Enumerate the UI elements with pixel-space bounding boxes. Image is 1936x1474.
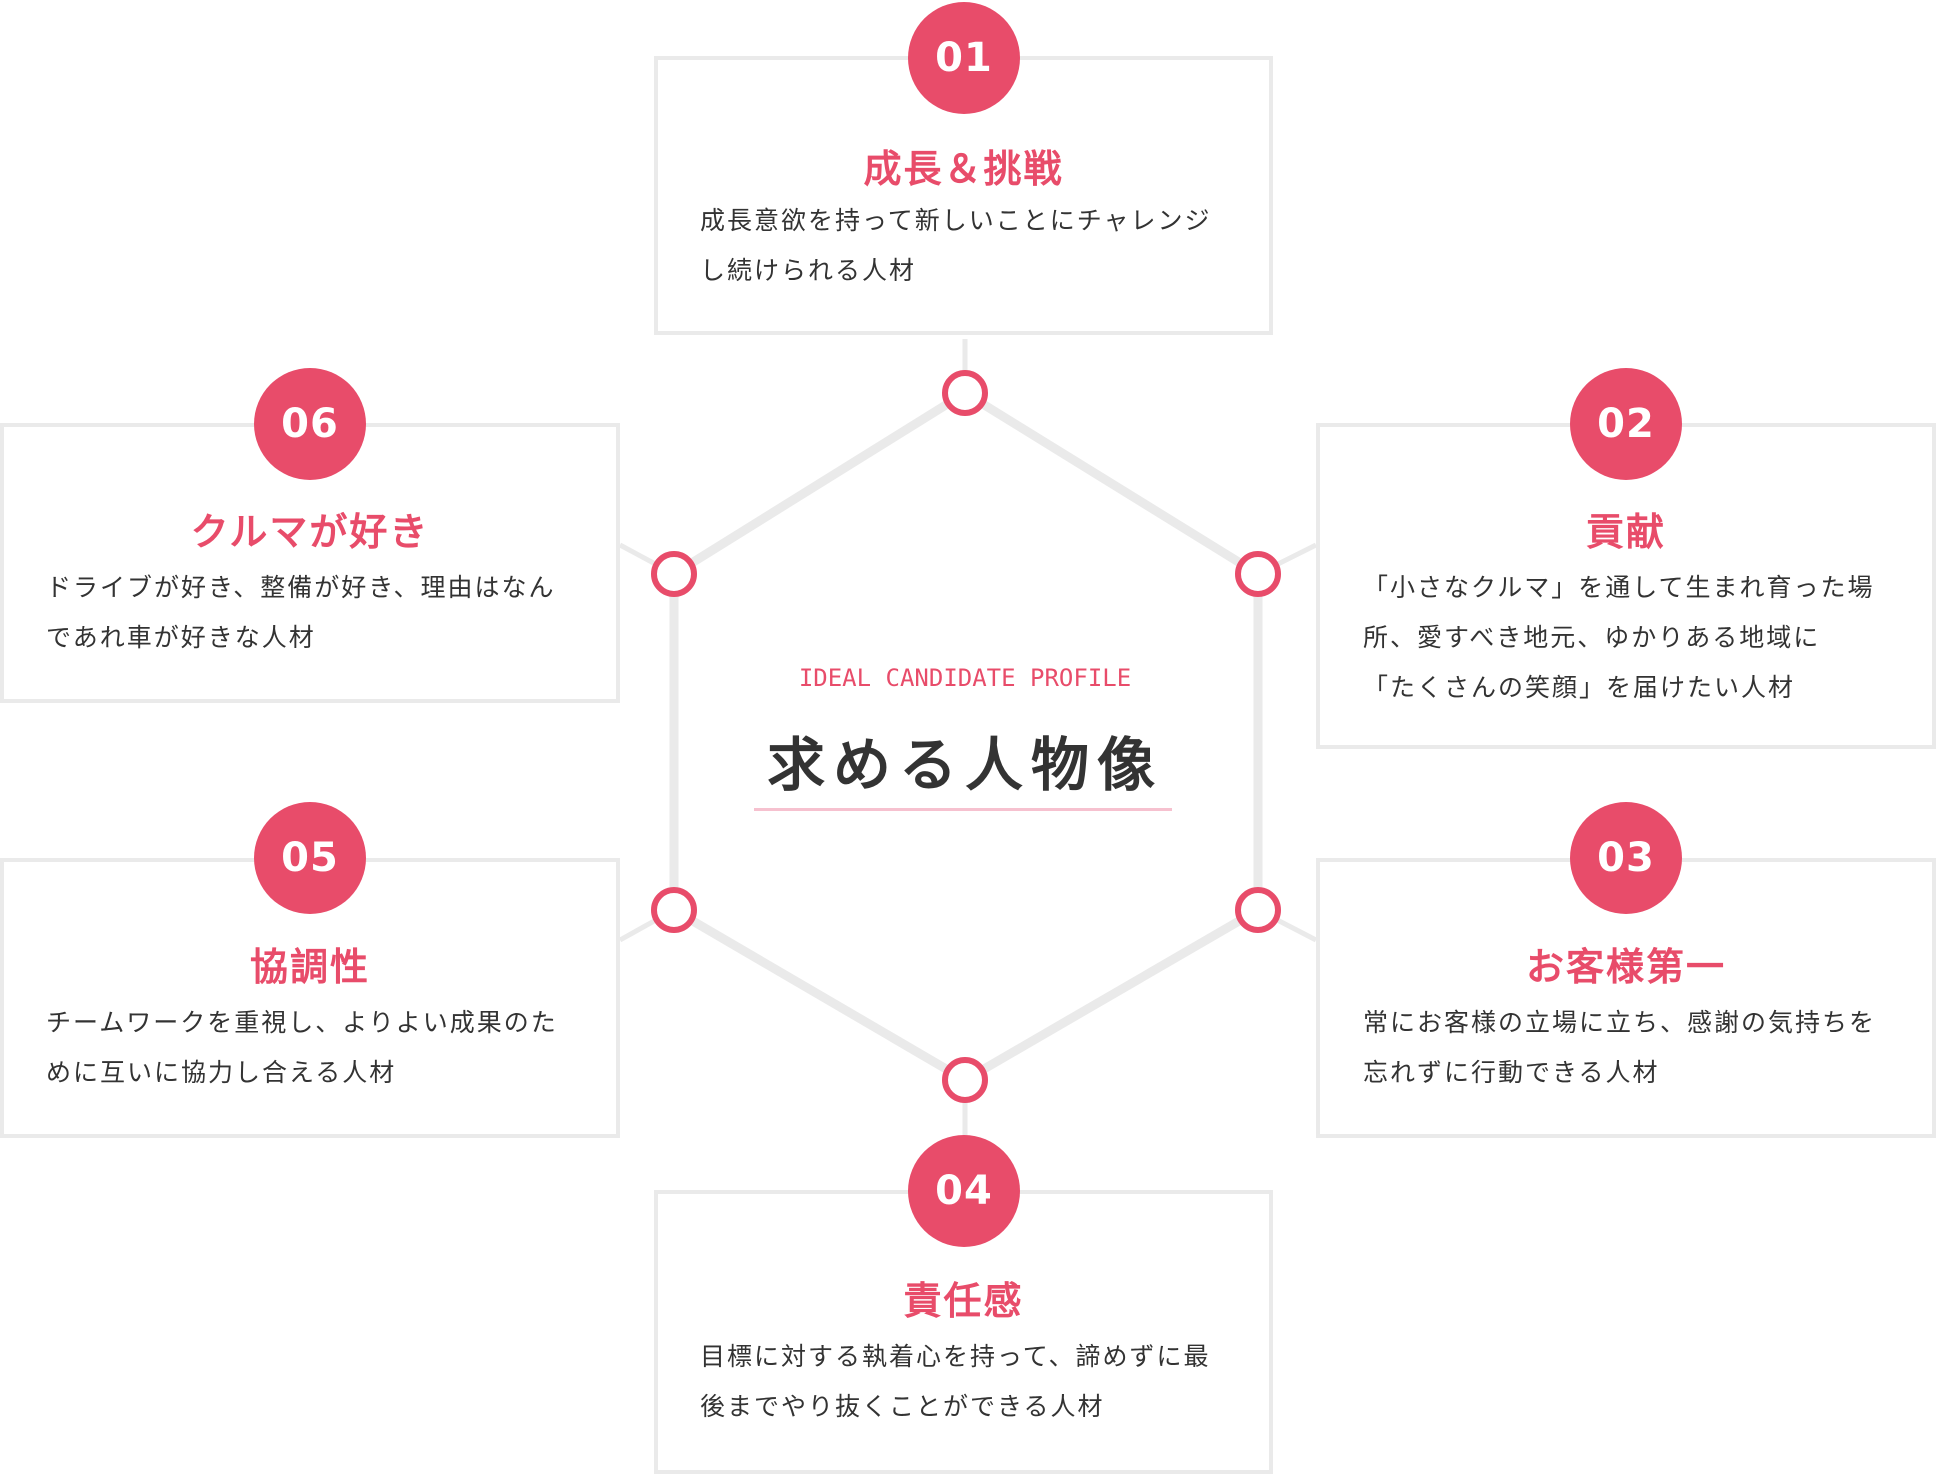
trait-description-01-line-2: し続けられる人材 [700,256,917,285]
trait-description-05-line-2: めに互いに協力し合える人材 [46,1058,397,1087]
hexagon-node-03 [1235,887,1281,933]
trait-description-02: 「小さなクルマ」を通して生まれ育った場 所、愛すべき地元、ゆかりある地域に 「た… [1363,563,1875,713]
hexagon-node-01 [942,370,988,416]
trait-description-06: ドライブが好き、整備が好き、理由はなん であれ車が好きな人材 [46,563,556,663]
trait-title-04: 責任感 [903,1279,1024,1323]
center-title: 求める人物像 [766,731,1163,799]
trait-title-06: クルマが好き [190,510,430,554]
trait-description-06-line-1: ドライブが好き、整備が好き、理由はなん [46,573,556,602]
trait-description-03-line-2: 忘れずに行動できる人材 [1363,1058,1660,1087]
hexagon-node-05 [651,887,697,933]
trait-description-01: 成長意欲を持って新しいことにチャレンジ し続けられる人材 [700,196,1212,296]
center-title-underline [754,808,1172,811]
trait-badge-04: 04 [908,1135,1020,1247]
trait-title-01: 成長＆挑戦 [863,147,1064,191]
trait-title-03: お客様第一 [1525,945,1726,989]
trait-description-02-line-1: 「小さなクルマ」を通して生まれ育った場 [1363,573,1875,602]
trait-description-02-line-2: 所、愛すべき地元、ゆかりある地域に [1363,623,1821,652]
trait-description-05: チームワークを重視し、よりよい成果のた めに互いに協力し合える人材 [46,998,558,1098]
hexagon-node-04 [942,1057,988,1103]
trait-description-06-line-2: であれ車が好きな人材 [46,623,316,652]
trait-title-02: 貢献 [1585,510,1666,554]
trait-badge-03: 03 [1570,802,1682,914]
trait-description-05-line-1: チームワークを重視し、よりよい成果のた [46,1008,558,1037]
trait-badge-06: 06 [254,368,366,480]
hexagon-node-06 [651,551,697,597]
trait-badge-05: 05 [254,802,366,914]
trait-description-03-line-1: 常にお客様の立場に立ち、感謝の気持ちを [1363,1008,1877,1037]
trait-badge-01: 01 [908,2,1020,114]
trait-description-04-line-2: 後までやり抜くことができる人材 [700,1392,1105,1421]
hexagon-node-02 [1235,551,1281,597]
trait-description-04: 目標に対する執着心を持って、諦めずに最 後までやり抜くことができる人材 [700,1332,1211,1432]
trait-description-03: 常にお客様の立場に立ち、感謝の気持ちを 忘れずに行動できる人材 [1363,998,1876,1098]
trait-description-01-line-1: 成長意欲を持って新しいことにチャレンジ [700,206,1212,235]
trait-description-02-line-3: 「たくさんの笑顔」を届けたい人材 [1363,673,1796,702]
trait-title-05: 協調性 [249,945,370,989]
center-subtitle: IDEAL CANDIDATE PROFILE [798,664,1132,692]
trait-description-04-line-1: 目標に対する執着心を持って、諦めずに最 [700,1342,1211,1371]
trait-badge-02: 02 [1570,368,1682,480]
trait-card-03: お客様第一 常にお客様の立場に立ち、感謝の気持ちを 忘れずに行動できる人材 [1316,858,1936,1138]
